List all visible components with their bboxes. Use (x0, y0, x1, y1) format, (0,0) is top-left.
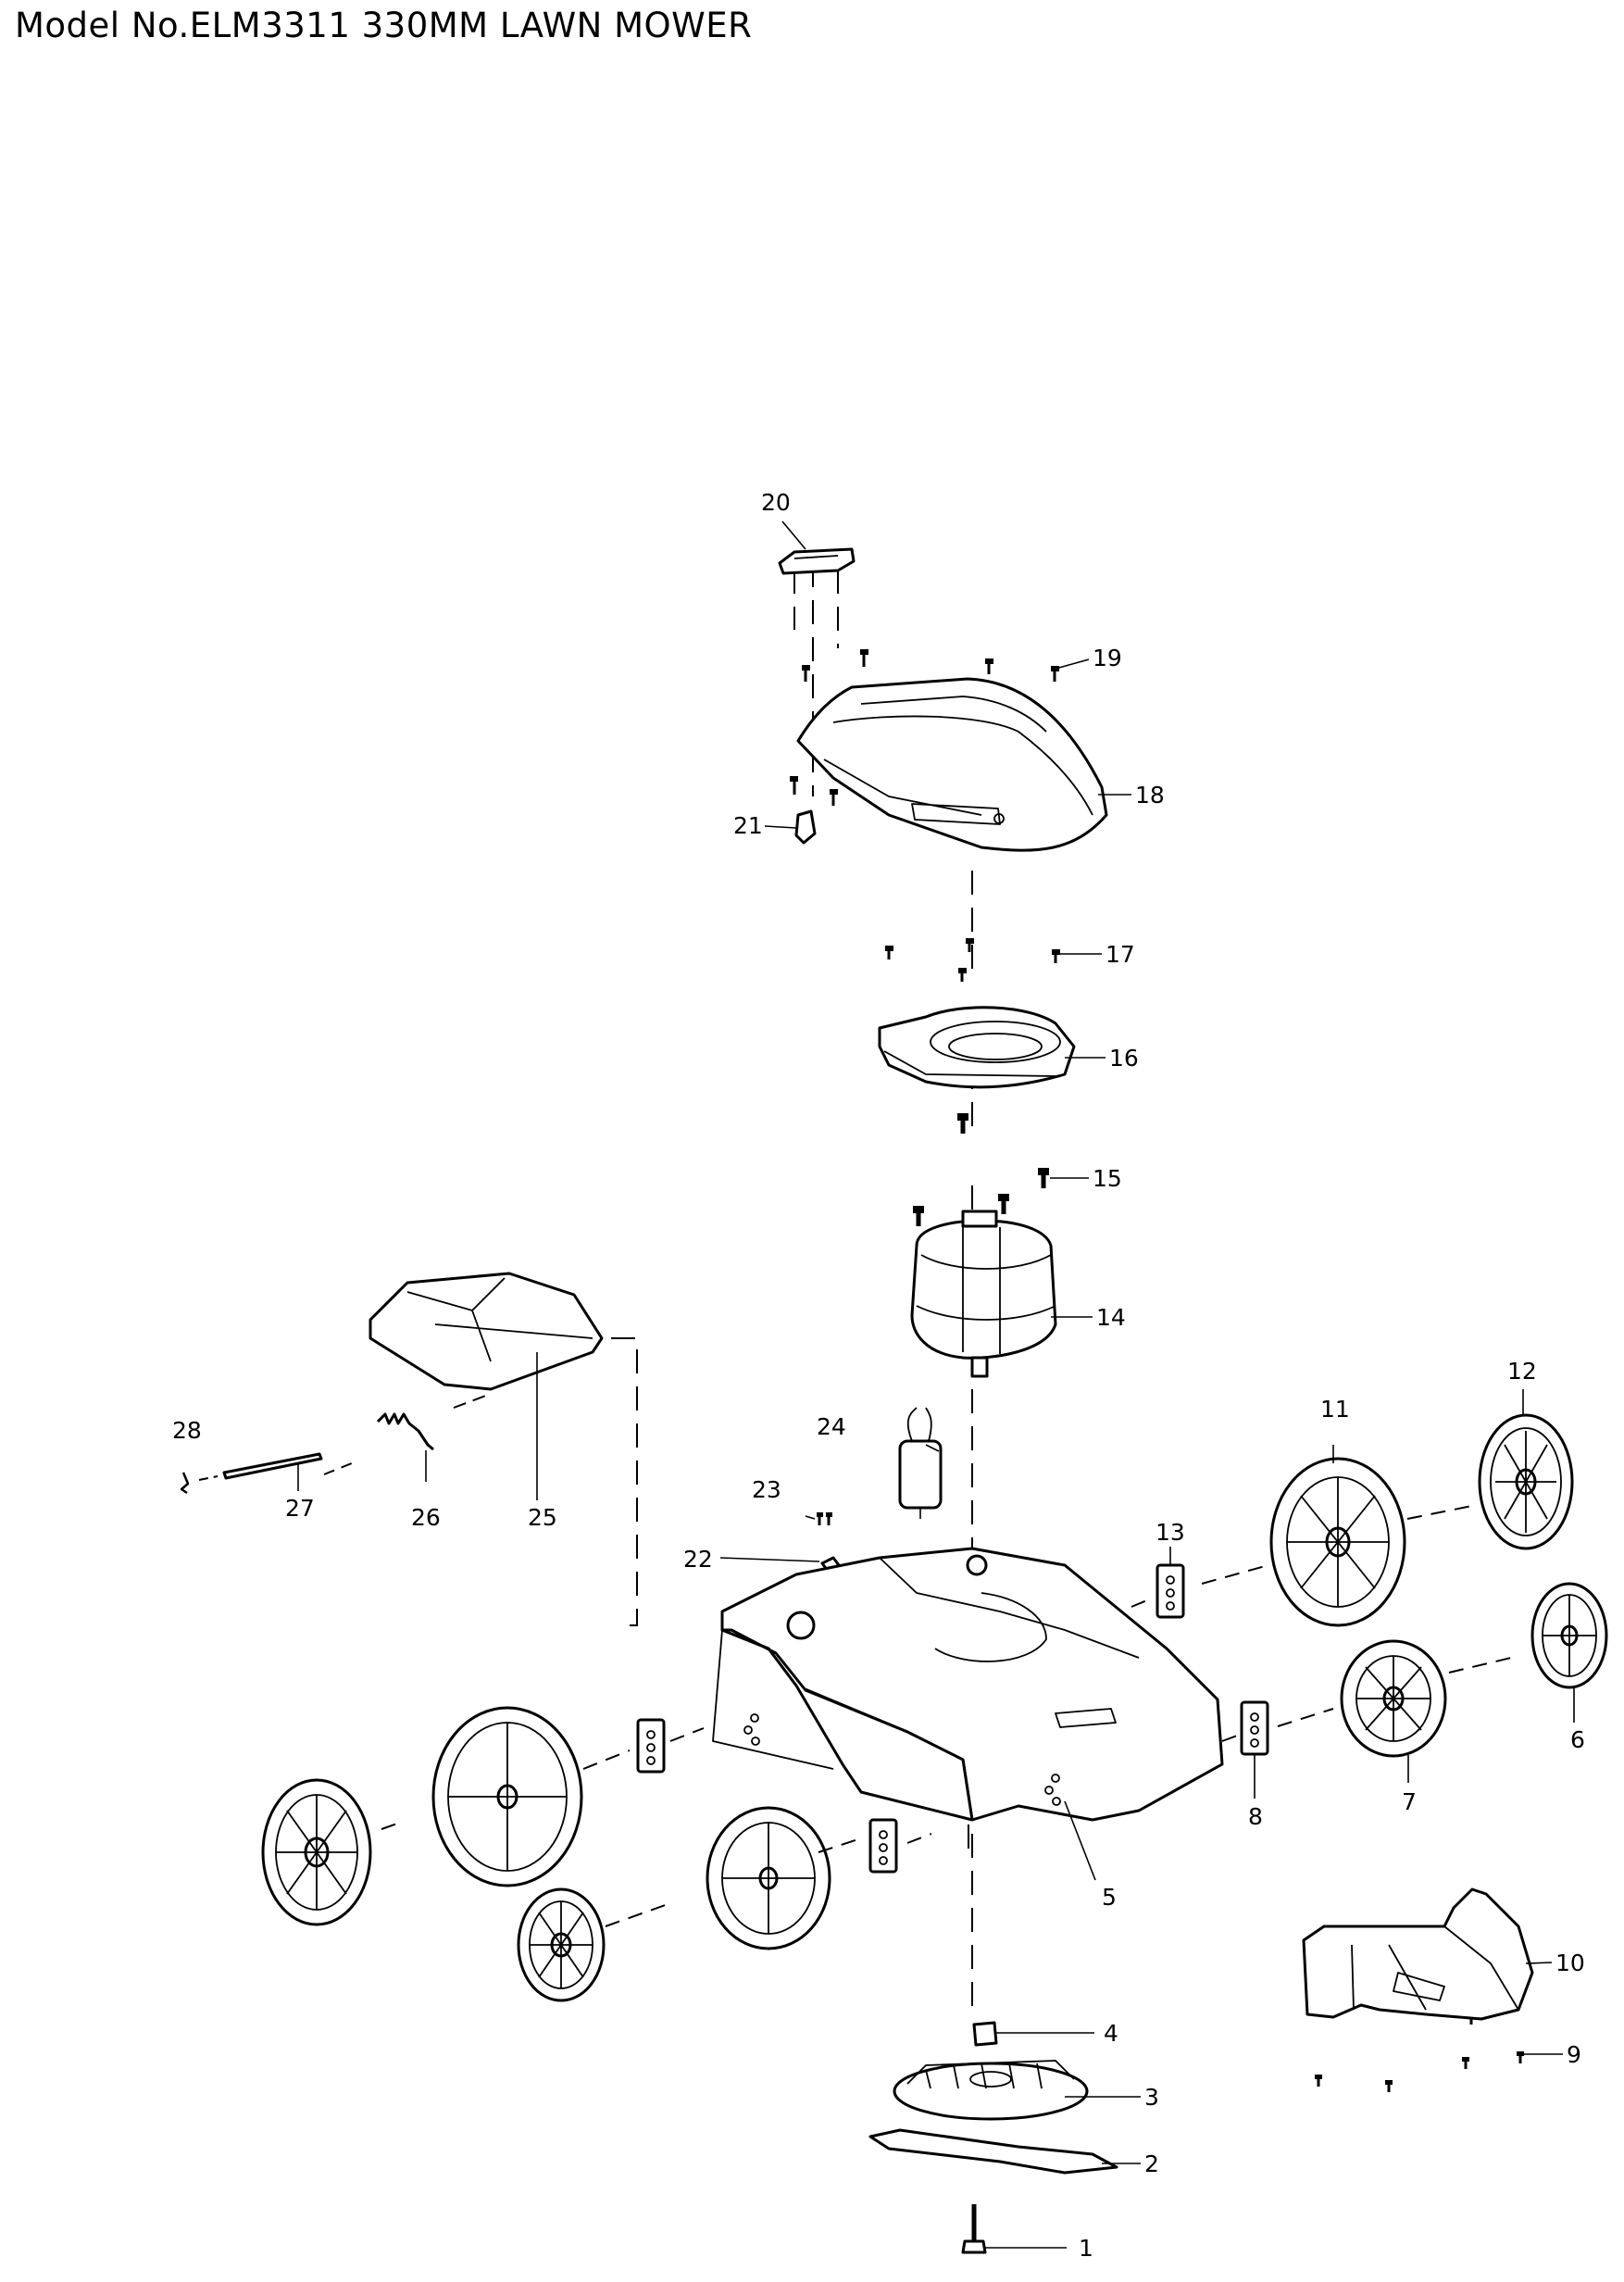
screw-9 (1462, 2057, 1469, 2069)
part-28-pin (180, 1472, 190, 1495)
part-14-motor (910, 1210, 1057, 1378)
part-25-bag-cover (369, 1272, 604, 1391)
callout-22: 22 (683, 1546, 713, 1573)
part-2-blade (868, 2128, 1118, 2175)
part-11-wheel (1269, 1457, 1406, 1627)
screw-9 (1517, 2051, 1524, 2063)
part-12-hubcap (1478, 1413, 1574, 1550)
callout-28: 28 (172, 1417, 202, 1444)
part-6-hubcap (1530, 1582, 1608, 1689)
page-title: Model No.ELM3311 330MM LAWN MOWER (15, 6, 753, 45)
callout-27: 27 (285, 1495, 315, 1522)
callout-18: 18 (1135, 782, 1165, 809)
callout-7: 7 (1402, 1788, 1417, 1815)
screw-15 (998, 1194, 1009, 1214)
callout-25: 25 (528, 1504, 557, 1531)
part-13-bracket (1156, 1563, 1185, 1619)
part-4-adapter (972, 2021, 998, 2047)
part-1-bolt (961, 2204, 987, 2254)
screw-15 (957, 1113, 968, 1134)
callout-12: 12 (1507, 1358, 1537, 1385)
part-7-wheel (1340, 1639, 1447, 1758)
callout-4: 4 (1104, 2020, 1118, 2047)
left-bracket-rear (636, 1718, 666, 1774)
screw-15 (1038, 1168, 1049, 1188)
callout-24: 24 (817, 1413, 846, 1440)
callout-5: 5 (1102, 1884, 1117, 1911)
left-front-hubcap (517, 1887, 606, 2002)
callout-3: 3 (1144, 2084, 1159, 2111)
screw-17 (966, 938, 974, 952)
part-3-blade-holder (893, 2060, 1089, 2121)
screw-19 (1051, 666, 1059, 682)
part-26-spring (376, 1412, 434, 1451)
wheels (261, 1413, 1608, 2002)
screw-9 (1385, 2080, 1393, 2092)
screw-19 (802, 665, 810, 682)
callout-15: 15 (1093, 1165, 1122, 1192)
callout-26: 26 (411, 1504, 441, 1531)
left-rear-wheel (431, 1706, 583, 1887)
callout-23: 23 (752, 1476, 781, 1503)
screws (790, 649, 1524, 2092)
screw-15 (913, 1206, 924, 1226)
screw-19 (860, 649, 868, 667)
callout-19: 19 (1093, 645, 1122, 671)
callout-labels: 1 2 3 4 5 6 7 8 9 10 11 12 13 14 15 16 1… (172, 489, 1585, 2262)
callout-14: 14 (1096, 1304, 1126, 1331)
callout-8: 8 (1248, 1803, 1263, 1830)
part-10-rear-flap (1302, 1887, 1534, 2021)
callout-10: 10 (1555, 1950, 1585, 1976)
screw-17 (958, 968, 967, 982)
part-5-deck (712, 1547, 1224, 1822)
screw-23 (817, 1512, 823, 1525)
left-front-wheel (706, 1806, 831, 1950)
callout-21: 21 (733, 812, 763, 839)
screw-21b (830, 789, 838, 806)
screw-19 (985, 658, 993, 674)
callout-9: 9 (1567, 2041, 1581, 2068)
callout-11: 11 (1320, 1396, 1350, 1423)
part-24-capacitor (898, 1407, 943, 1519)
screw-23 (826, 1512, 832, 1525)
part-8-bracket (1240, 1700, 1269, 1756)
callout-2: 2 (1144, 2150, 1159, 2177)
screw-9 (1315, 2075, 1322, 2087)
part-20-bracket (778, 547, 856, 575)
callout-13: 13 (1156, 1519, 1185, 1546)
screw-17 (1052, 949, 1060, 963)
callout-17: 17 (1106, 941, 1135, 968)
screw-17 (885, 946, 893, 959)
part-27-rod (222, 1452, 323, 1480)
wheel-brackets (636, 1563, 1269, 1874)
part-16-motor-cover (878, 1006, 1076, 1089)
left-bracket-front (868, 1818, 898, 1874)
leader-lines (198, 520, 1575, 2249)
screw-21a (790, 776, 798, 795)
part-18-top-cover (796, 677, 1108, 852)
callout-16: 16 (1109, 1045, 1139, 1072)
callout-6: 6 (1570, 1726, 1585, 1753)
callout-20: 20 (761, 489, 791, 516)
part-21-clip (794, 809, 817, 845)
left-rear-hubcap (261, 1778, 372, 1926)
callout-1: 1 (1079, 2235, 1093, 2262)
